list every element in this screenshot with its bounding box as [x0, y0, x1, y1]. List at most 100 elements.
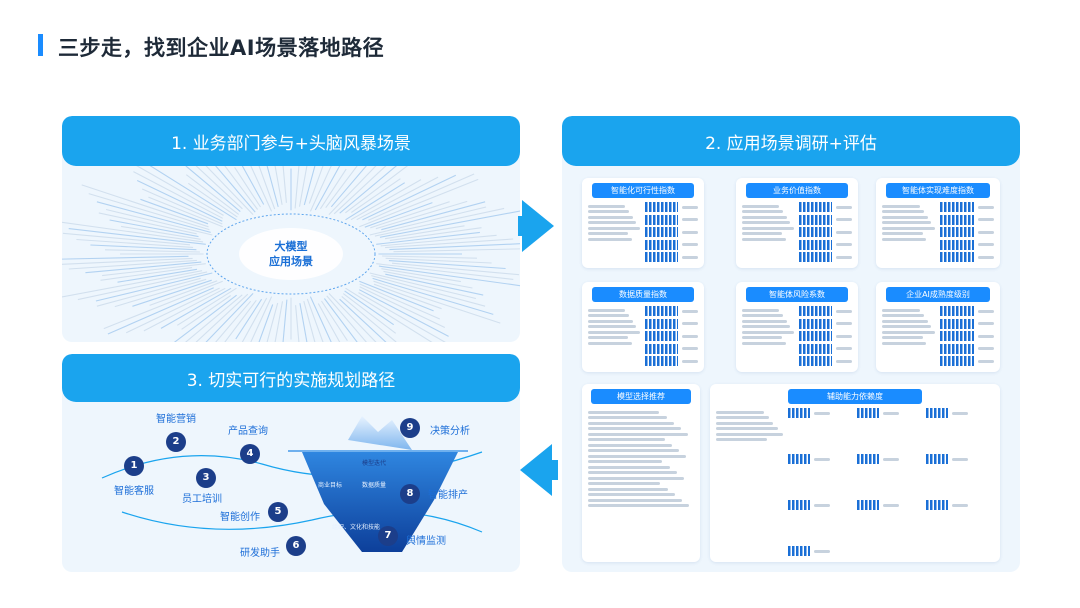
stripe-bar	[799, 343, 833, 354]
stripe-bar	[940, 252, 975, 262]
stripe-bar	[940, 239, 975, 250]
bar-row	[926, 500, 994, 510]
ring-line	[104, 249, 200, 253]
bar-row	[799, 331, 852, 341]
ring-line	[143, 287, 226, 332]
card-title: 智能化可行性指数	[591, 183, 695, 198]
ring-line	[149, 280, 218, 306]
card-body	[588, 408, 694, 556]
bar-label-line	[836, 243, 852, 246]
text-line	[588, 210, 629, 213]
scenario-node: 8	[400, 484, 420, 504]
text-line	[882, 325, 932, 328]
bar-label-line	[836, 359, 852, 363]
bar-label-line	[978, 205, 994, 209]
stripe-bar	[926, 454, 949, 464]
ring-line	[303, 146, 321, 206]
stripe-bar	[645, 239, 679, 250]
ring-line	[378, 265, 520, 287]
bar-label-line	[836, 347, 852, 350]
card-body	[882, 306, 994, 366]
ring-line	[140, 198, 209, 225]
text-line	[742, 221, 791, 224]
text-line	[588, 493, 675, 496]
arrow-right-icon	[522, 200, 554, 252]
ring-core	[239, 228, 343, 280]
ring-line	[325, 162, 360, 209]
bar-label-line	[978, 309, 994, 313]
bar-row	[940, 252, 994, 262]
center-label-line2: 应用场景	[269, 255, 313, 268]
stripe-bar	[788, 500, 811, 510]
card-title: 智能体实现难度指数	[885, 183, 991, 198]
text-line	[588, 341, 632, 345]
bar-label-line	[883, 503, 900, 507]
bar-row	[940, 356, 994, 366]
text-line	[882, 308, 920, 312]
iceberg-tip	[348, 416, 412, 450]
bar-label-line	[682, 205, 698, 209]
ring-line	[317, 303, 341, 342]
ring-line	[102, 263, 206, 277]
text-line	[716, 427, 779, 430]
card-title: 智能体风险系数	[745, 287, 849, 302]
bar-row	[940, 227, 994, 237]
iceberg-graphic	[101, 416, 483, 552]
bar-row	[926, 454, 994, 464]
bar-label-line	[682, 359, 698, 363]
ring-line	[132, 279, 212, 307]
text-line	[716, 410, 764, 414]
ring-line	[105, 208, 213, 236]
text-line	[882, 319, 928, 323]
iceberg-label: 组织、文化和技能	[332, 524, 381, 531]
ring-line	[372, 277, 494, 315]
stripe-bar	[940, 202, 975, 212]
scenario-node: 1	[124, 456, 144, 476]
stripe-bar	[645, 202, 679, 212]
ring-line	[237, 158, 265, 205]
ring-line	[96, 201, 211, 233]
ring-line	[376, 263, 514, 280]
ring-line	[388, 260, 506, 270]
ring-line	[109, 219, 199, 238]
scenario-label: 舆情监测	[406, 536, 446, 547]
ring-line	[274, 301, 284, 342]
ring-line	[260, 142, 279, 208]
ring-line	[136, 180, 223, 222]
text-line	[588, 498, 682, 502]
ring-line	[373, 280, 501, 324]
ring-line	[81, 184, 209, 228]
ring-line	[224, 299, 257, 342]
text-line	[882, 215, 928, 219]
text-line	[588, 416, 667, 419]
bar-row	[799, 356, 852, 366]
step1-panel: 1. 业务部门参与+头脑风暴场景 大模型 应用场景	[62, 116, 520, 342]
ring-line	[76, 238, 194, 248]
stripe-bar	[645, 356, 679, 366]
ring-line	[196, 156, 254, 215]
assessment-card: 智能化可行性指数	[582, 178, 704, 268]
bar-label-line	[836, 218, 852, 221]
bar-label-line	[978, 334, 994, 338]
ring-line	[107, 287, 214, 335]
assessment-card: 业务价值指数	[736, 178, 858, 268]
stripe-bar	[799, 252, 833, 262]
text-line	[588, 471, 677, 474]
ring-line	[391, 262, 520, 276]
ring-line	[133, 171, 223, 219]
text-line	[742, 314, 783, 317]
text-line	[742, 237, 786, 241]
ring-line	[350, 178, 401, 213]
text-line	[588, 427, 681, 430]
text-line	[742, 308, 780, 312]
step2-panel: 2. 应用场景调研+评估 智能化可行性指数业务价值指数智能体实现难度指数数据质量…	[562, 116, 1020, 572]
bar-row	[788, 408, 856, 418]
bar-row	[788, 546, 856, 556]
card-body	[716, 408, 994, 556]
bar-row	[788, 454, 856, 464]
ring-line	[294, 160, 300, 209]
text-line	[588, 319, 633, 323]
ring-line	[130, 161, 224, 216]
ring-line	[326, 295, 367, 342]
